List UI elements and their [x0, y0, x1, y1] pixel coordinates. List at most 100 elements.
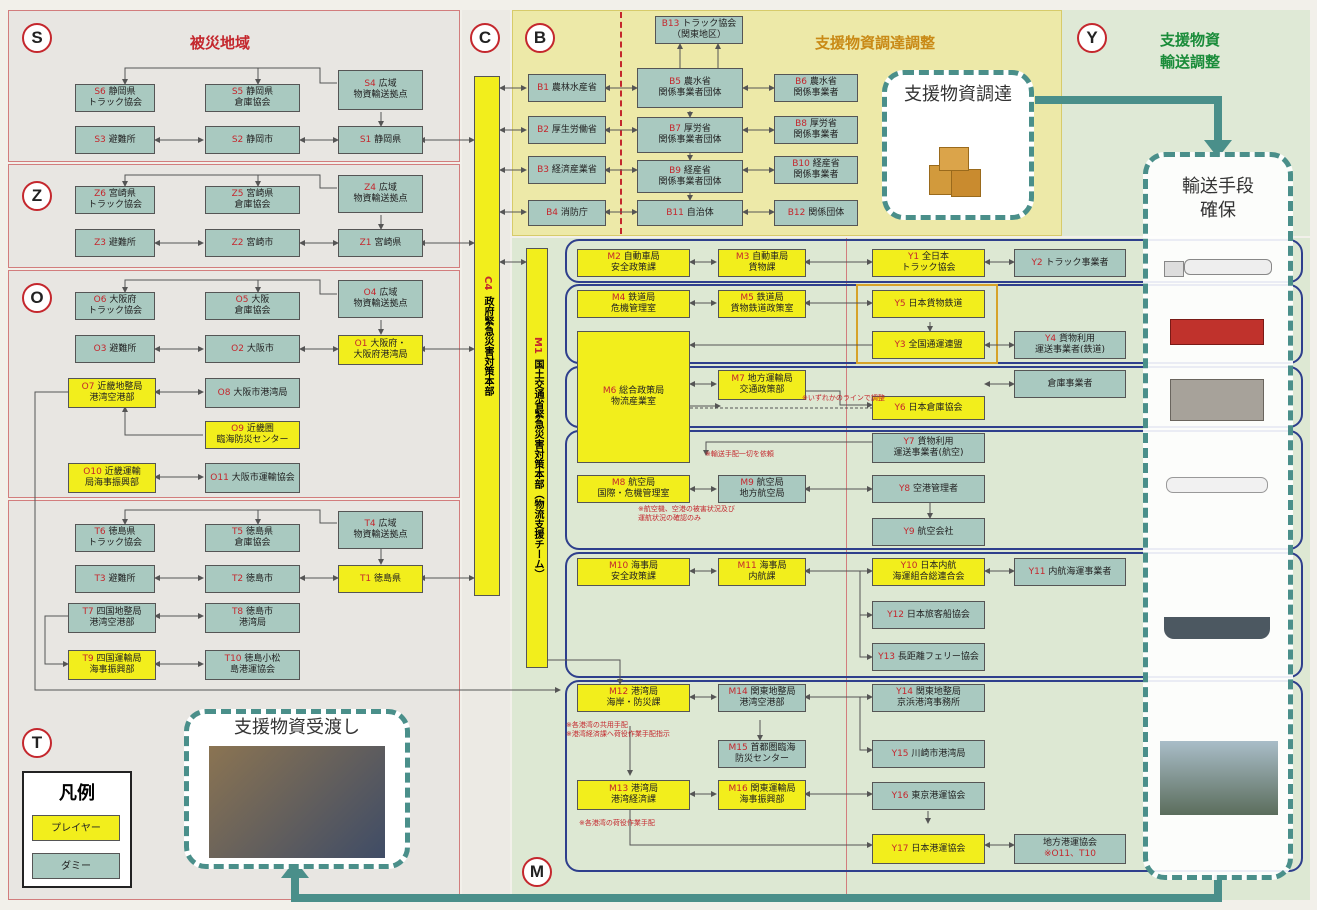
node-label: （関東地区） [671, 30, 726, 40]
node-label-line: M12 港湾局 [609, 687, 658, 698]
node-label: 静岡県 [246, 87, 274, 97]
node-m3: M3 自動車局貨物課 [718, 249, 806, 277]
node-m6: M6 総合政策局物流産業室 [577, 331, 690, 463]
node-id: Y10 [900, 561, 921, 571]
node-label-line: （関東地区） [672, 30, 726, 41]
node-b10: B10 経産省関係事業者 [774, 156, 858, 184]
node-m16: M16 関東運輸局海事振興部 [718, 780, 806, 810]
node-label-line: Y1 全日本 [908, 252, 949, 263]
node-label-line: 運送事業者(航空) [893, 448, 963, 459]
node-o11: O11 大阪市運輸協会 [205, 463, 300, 493]
node-id: M16 [728, 784, 751, 794]
node-label-line: M6 総合政策局 [603, 386, 664, 397]
node-label-line: 局海事振興部 [85, 478, 139, 489]
node-id: Y12 [887, 609, 907, 620]
port-mode-group [565, 680, 1303, 872]
node-label: 日本倉庫協会 [908, 402, 963, 413]
node-label: 関係事業者 [793, 170, 839, 180]
node-id: Y6 [894, 402, 909, 413]
node-label-line: M8 航空局 [612, 478, 655, 489]
node-label-line: 防災センター [735, 754, 789, 765]
node-label: 大阪府・ [370, 339, 407, 349]
node-label: 局海事振興部 [84, 478, 139, 488]
node-label: 近畿運輸 [104, 467, 141, 477]
node-label-line: B8 厚労省 [795, 119, 837, 130]
node-label: 静岡県 [108, 87, 136, 97]
node-label: 経済産業省 [551, 164, 597, 175]
node-label: 農水省 [809, 77, 837, 87]
node-label: 臨海防災センター [216, 435, 289, 445]
node-label: 徳島小松 [244, 654, 281, 664]
truck-mode-group [565, 239, 1303, 283]
node-label-line: 内航課 [748, 572, 775, 583]
node-label-line: Y2 トラック事業者 [1031, 258, 1108, 269]
node-label: 徳島県 [374, 573, 402, 584]
node-label: 関係事業者 [793, 88, 839, 98]
node-label: 近畿地整局 [97, 382, 143, 392]
node-label: 鉄道局 [628, 293, 656, 303]
node-id: S3 [94, 134, 109, 145]
node-s4: S4 広域物資輸送拠点 [338, 70, 423, 110]
node-label: 安全政策課 [610, 572, 656, 582]
node-label-line: 交通政策部 [739, 385, 784, 396]
node-label: 徳島市 [246, 607, 274, 617]
node-label: 港湾空港部 [739, 698, 785, 708]
node-id: Y3 [894, 339, 909, 350]
node-label: 大阪府 [109, 295, 137, 305]
region-s-title: 被災地域 [190, 34, 251, 52]
node-ychiho: 地方港運協会※O11、T10 [1014, 834, 1126, 864]
node-t10: T10 徳島小松島港運協会 [205, 650, 300, 680]
node-label-line: O9 近畿圏 [231, 424, 274, 435]
node-label-line: トラック協会 [88, 98, 142, 109]
procurement-panel: 支援物資調達 [882, 70, 1034, 220]
node-s1: S1 静岡県 [338, 126, 423, 154]
government-hq-bar: C4 政府緊急災害対策本部 [474, 76, 500, 596]
node-id: B9 [669, 165, 684, 176]
node-label: 貨物鉄道政策室 [730, 304, 794, 314]
node-id: B13 [661, 19, 683, 29]
node-label-line: Y9 航空会社 [903, 527, 953, 538]
node-id: Y14 [896, 687, 916, 697]
node-label-line: 海岸・防災課 [606, 698, 660, 709]
node-label: 海事局 [759, 561, 787, 571]
node-label: 徳島市 [246, 573, 274, 584]
node-label-line: 大阪府港湾局 [353, 350, 407, 361]
government-hq-label: 政府緊急災害対策本部 [482, 296, 493, 397]
node-label-line: M11 海事局 [737, 561, 786, 572]
node-id: T4 [364, 519, 379, 529]
node-label-line: T9 四国運輸局 [82, 654, 141, 665]
node-label: 港湾空港部 [89, 618, 135, 628]
node-label: 四国地整局 [96, 607, 142, 617]
node-label: 近畿圏 [246, 424, 274, 434]
air-mode-group [565, 430, 1303, 550]
node-id: S2 [231, 134, 247, 145]
node-label-line: 港湾空港部 [739, 698, 784, 709]
node-t3: T3 避難所 [75, 565, 155, 593]
node-label-line: B12 関係団体 [788, 208, 845, 219]
node-y10: Y10 日本内航海運組合総連合会 [872, 558, 985, 586]
node-id: B7 [669, 124, 684, 134]
node-id: T9 [82, 654, 97, 664]
node-label-line: 倉庫事業者 [1047, 379, 1092, 390]
node-id: S6 [94, 87, 109, 97]
node-id: Z2 [231, 237, 247, 248]
node-label: 港湾経済課 [610, 795, 656, 805]
ship-icon [1164, 617, 1270, 639]
node-label-line: T1 徳島県 [360, 574, 401, 585]
node-id: O3 [93, 343, 110, 354]
node-label: 京浜港湾事務所 [896, 698, 960, 708]
node-label: 物資輸送拠点 [353, 90, 408, 100]
node-y9: Y9 航空会社 [872, 518, 985, 546]
airplane-icon [1166, 477, 1268, 493]
node-id: Z3 [94, 237, 109, 248]
node-label: トラック協会 [87, 306, 142, 316]
node-label: 空港管理者 [913, 483, 959, 494]
node-label-line: 貨物課 [748, 263, 775, 274]
node-label: 海事振興部 [739, 795, 785, 805]
node-label-line: O3 避難所 [94, 344, 137, 355]
node-label-line: S6 静岡県 [94, 87, 135, 98]
node-label: 倉庫協会 [234, 200, 271, 210]
node-id: O6 [93, 295, 110, 305]
node-label: 川崎市港湾局 [911, 748, 966, 759]
node-id: Z5 [231, 189, 247, 199]
